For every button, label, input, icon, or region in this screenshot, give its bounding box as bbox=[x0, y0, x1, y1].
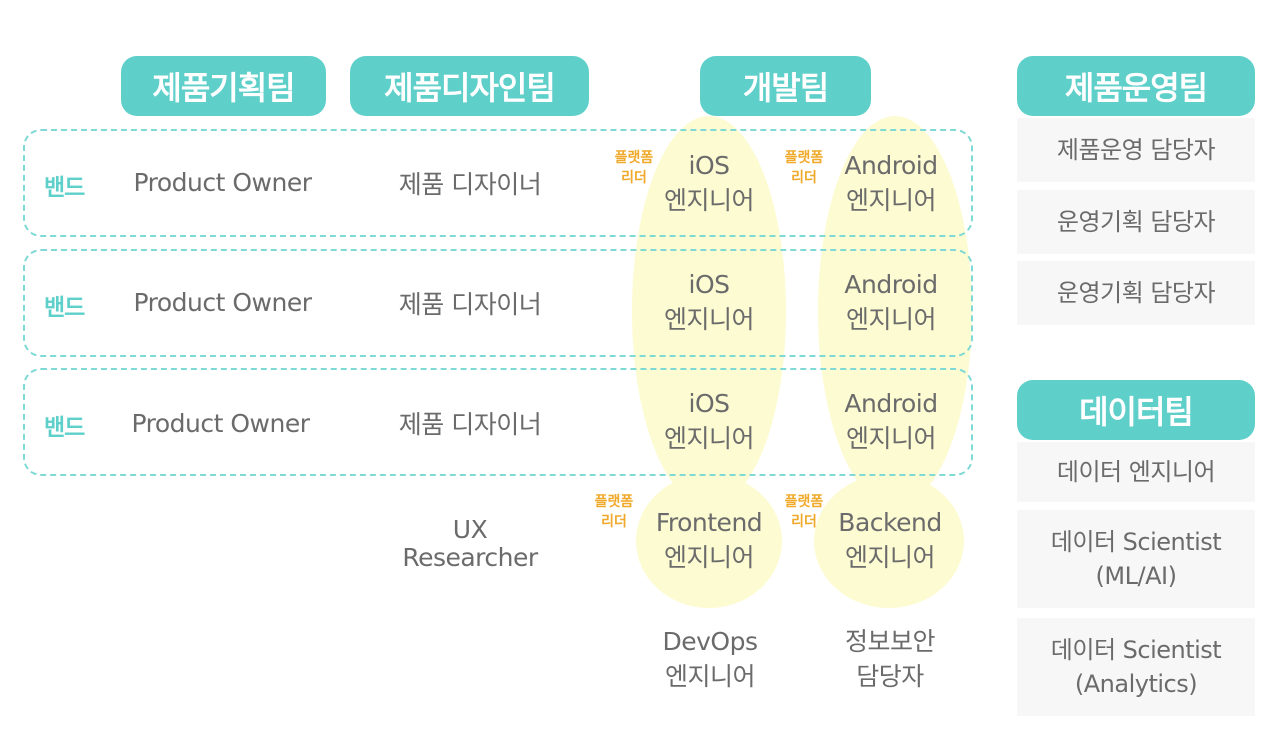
band-1-label: 밴드 bbox=[44, 175, 85, 201]
android-platform-highlight bbox=[818, 116, 972, 506]
ux-researcher: UX Researcher bbox=[402, 515, 538, 572]
android-platform-leader-tag: 플랫폼 리더 bbox=[784, 150, 824, 186]
team-header-design: 제품디자인팀 bbox=[350, 56, 589, 116]
team-header-dev: 개발팀 bbox=[700, 56, 871, 116]
team-header-operations: 제품운영팀 bbox=[1017, 56, 1255, 116]
frontend-platform-leader-tag: 플랫폼 리더 bbox=[594, 494, 634, 530]
operations-role-1: 제품운영 담당자 bbox=[1017, 118, 1255, 182]
band-2-frame bbox=[23, 249, 973, 357]
devops-engineer: DevOps 엔지니어 bbox=[662, 627, 759, 691]
frontend-engineer: Frontend 엔지니어 bbox=[655, 508, 763, 572]
band-2-product-designer: 제품 디자이너 bbox=[398, 290, 542, 319]
operations-role-2: 운영기획 담당자 bbox=[1017, 190, 1255, 254]
band-3-android-engineer: Android 엔지니어 bbox=[844, 389, 938, 453]
backend-platform-highlight bbox=[814, 474, 964, 608]
band-1-ios-engineer: iOS 엔지니어 bbox=[663, 151, 755, 215]
team-header-planning: 제품기획팀 bbox=[121, 56, 326, 116]
data-role-1: 데이터 엔지니어 bbox=[1017, 442, 1255, 502]
data-role-3: 데이터 Scientist (Analytics) bbox=[1017, 618, 1255, 716]
band-1-product-owner: Product Owner bbox=[133, 168, 313, 197]
operations-role-3: 운영기획 담당자 bbox=[1017, 261, 1255, 325]
ios-platform-highlight bbox=[632, 116, 786, 506]
band-3-ios-engineer: iOS 엔지니어 bbox=[663, 389, 755, 453]
band-2-ios-engineer: iOS 엔지니어 bbox=[663, 270, 755, 334]
backend-platform-leader-tag: 플랫폼 리더 bbox=[784, 494, 824, 530]
band-1-frame bbox=[23, 129, 973, 237]
band-2-product-owner: Product Owner bbox=[133, 288, 313, 317]
band-3-product-owner: Product Owner bbox=[131, 409, 311, 438]
band-3-product-designer: 제품 디자이너 bbox=[398, 410, 542, 439]
band-3-frame bbox=[23, 368, 973, 476]
frontend-platform-highlight bbox=[636, 474, 782, 608]
band-3-label: 밴드 bbox=[44, 415, 85, 441]
data-role-2: 데이터 Scientist (ML/AI) bbox=[1017, 510, 1255, 608]
team-header-data: 데이터팀 bbox=[1017, 380, 1255, 440]
band-1-android-engineer: Android 엔지니어 bbox=[844, 151, 938, 215]
band-1-product-designer: 제품 디자이너 bbox=[398, 170, 542, 199]
band-2-label: 밴드 bbox=[44, 295, 85, 321]
security-manager: 정보보안 담당자 bbox=[844, 627, 936, 691]
backend-engineer: Backend 엔지니어 bbox=[838, 508, 942, 572]
band-2-android-engineer: Android 엔지니어 bbox=[844, 270, 938, 334]
ios-platform-leader-tag: 플랫폼 리더 bbox=[614, 150, 654, 186]
